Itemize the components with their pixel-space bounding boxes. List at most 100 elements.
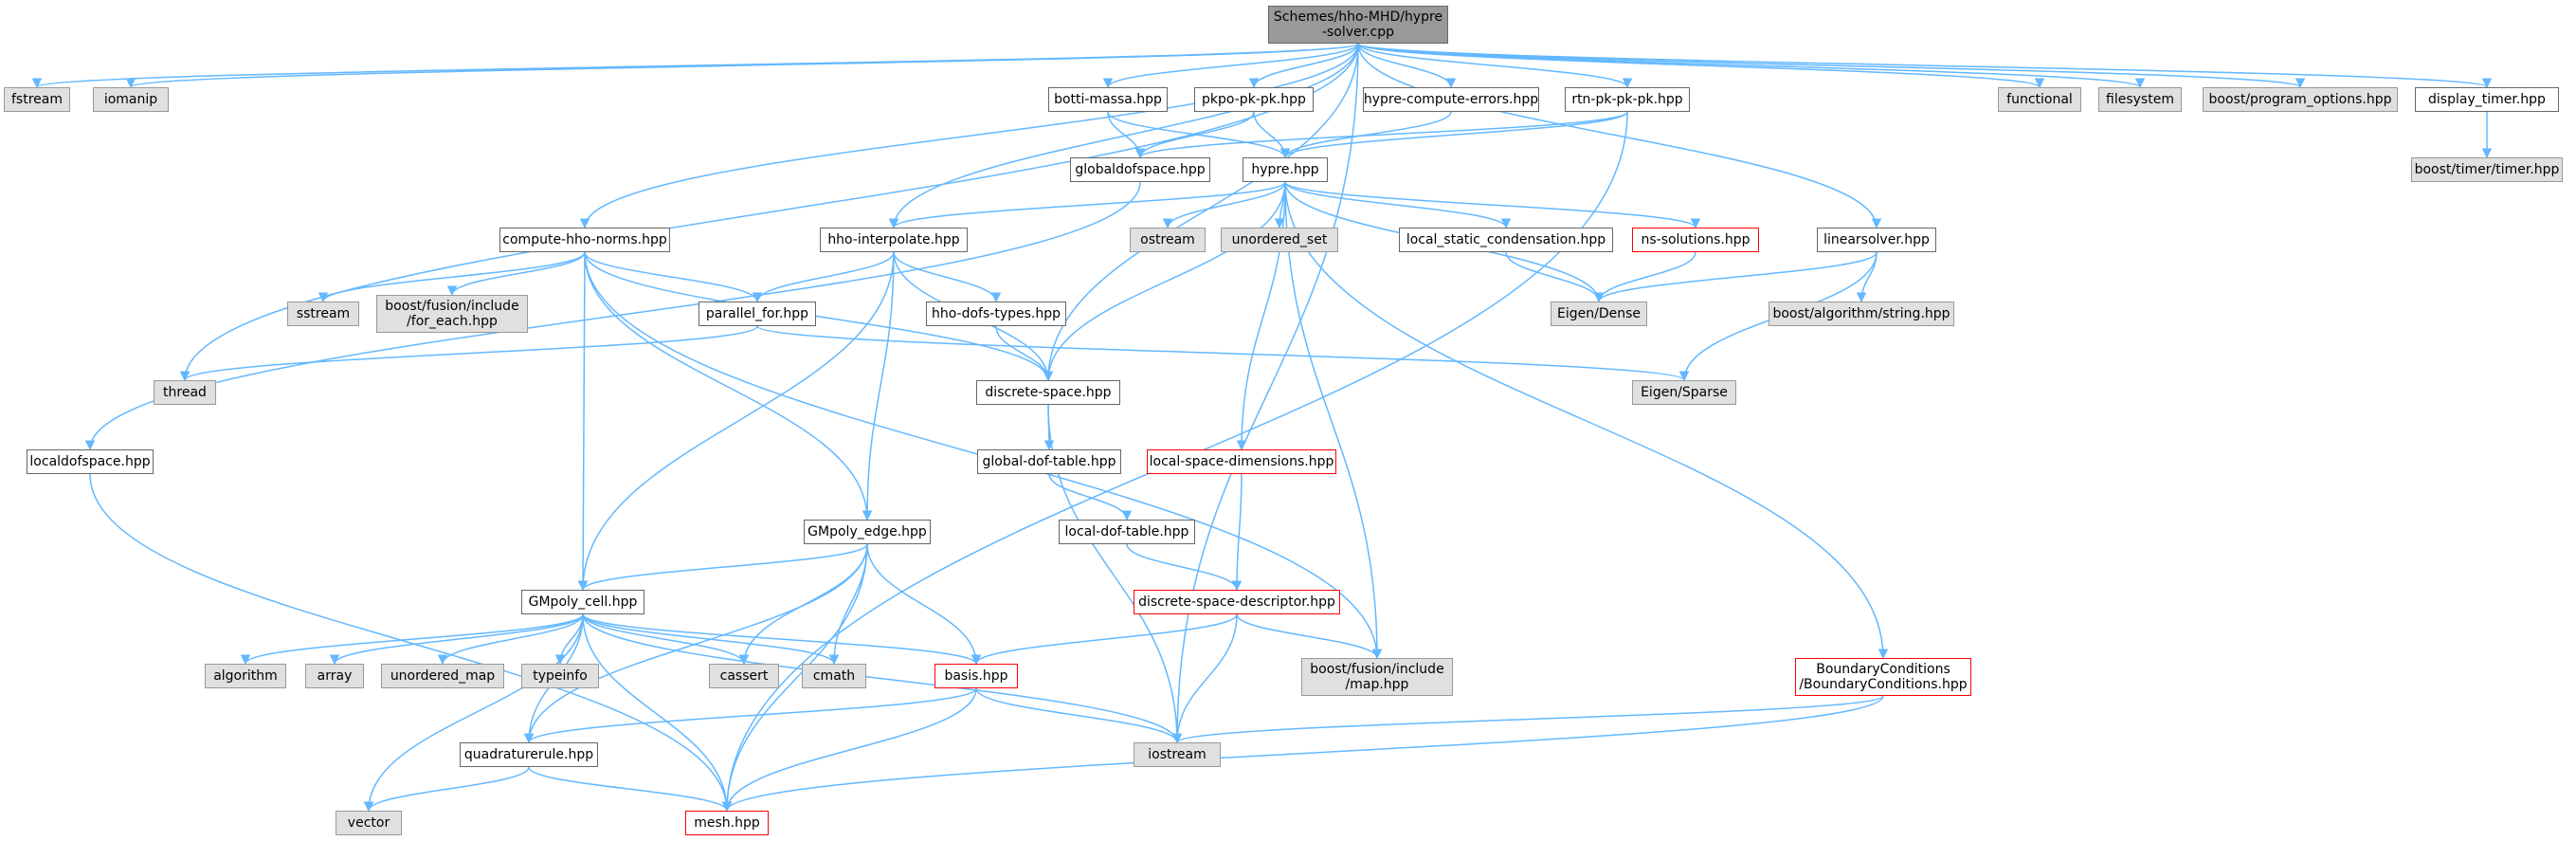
node-vector: vector — [336, 811, 402, 835]
node-hho-dofs-types[interactable]: hho-dofs-types.hpp — [926, 302, 1066, 326]
node-boost-algorithm-string: boost/algorithm/string.hpp — [1769, 302, 1954, 326]
node-unordered-set: unordered_set — [1221, 228, 1338, 252]
edge-hypre-to-boundary_conditions — [1284, 181, 1889, 660]
node-local-dof-table[interactable]: local-dof-table.hpp — [1059, 520, 1195, 544]
node-hypre-compute-errors[interactable]: hypre-compute-errors.hpp — [1363, 87, 1539, 112]
node-ns-solutions[interactable]: ns-solutions.hpp — [1632, 228, 1759, 252]
edge-hho_interpolate-to-gmpoly_cell — [577, 251, 895, 592]
edge-ns_solutions-to-eigen_dense — [1593, 251, 1696, 303]
node-boost-timer: boost/timer/timer.hpp — [2411, 157, 2563, 182]
edge-hho_dofs_types-to-discrete_space — [995, 325, 1054, 382]
node-cmath: cmath — [802, 664, 866, 688]
edge-parallel_for-to-thread — [179, 325, 758, 382]
edge-basis-to-iostream — [975, 687, 1183, 744]
node-boost-program-options: boost/program_options.hpp — [2203, 87, 2398, 112]
node-typeinfo: typeinfo — [521, 664, 599, 688]
edge-gmpoly_cell-to-basis — [582, 613, 982, 666]
edge-root-to-fstream — [32, 43, 1359, 89]
edge-compute_hho_norms-to-boost_fusion_for_each — [446, 251, 586, 297]
edge-compute_hho_norms-to-gmpoly_cell — [577, 251, 589, 592]
edge-gmpoly_cell-to-vector — [363, 613, 584, 813]
edge-hho_interpolate-to-hho_dofs_types — [893, 251, 1002, 303]
node-discrete-space[interactable]: discrete-space.hpp — [976, 380, 1120, 405]
edge-gmpoly_cell-to-array — [329, 613, 584, 666]
edge-gmpoly_edge-to-gmpoly_cell — [577, 543, 868, 592]
node-fstream: fstream — [4, 87, 70, 112]
node-boost-fusion-map: boost/fusion/include /map.hpp — [1301, 658, 1453, 696]
edge-root-to-hypre_compute_errors — [1357, 43, 1457, 89]
edge-localdofspace-to-mesh — [89, 473, 733, 813]
node-display-timer[interactable]: display_timer.hpp — [2415, 87, 2559, 112]
node-iomanip: iomanip — [93, 87, 169, 112]
edge-gmpoly_cell-to-algorithm — [240, 613, 584, 666]
edge-basis-to-quadraturerule — [523, 687, 977, 744]
node-discrete-space-descriptor[interactable]: discrete-space-descriptor.hpp — [1134, 590, 1340, 614]
node-gmpoly-edge[interactable]: GMpoly_edge.hpp — [804, 520, 931, 544]
edge-hypre-to-ostream — [1162, 181, 1286, 229]
edge-gmpoly_cell-to-iostream — [582, 613, 1183, 744]
node-quadraturerule[interactable]: quadraturerule.hpp — [460, 742, 598, 767]
node-linearsolver[interactable]: linearsolver.hpp — [1817, 228, 1936, 252]
node-hho-interpolate[interactable]: hho-interpolate.hpp — [820, 228, 968, 252]
node-eigen-sparse: Eigen/Sparse — [1632, 380, 1736, 405]
node-filesystem: filesystem — [2098, 87, 2182, 112]
edge-gmpoly_cell-to-mesh — [582, 613, 733, 813]
node-gmpoly-cell[interactable]: GMpoly_cell.hpp — [521, 590, 644, 614]
edge-root-to-compute_hho_norms — [579, 43, 1359, 229]
edge-gmpoly_cell-to-unordered_map — [437, 613, 584, 666]
edge-linearsolver-to-eigen_dense — [1593, 251, 1878, 303]
edge-hypre_compute_errors-to-hypre — [1279, 111, 1452, 159]
node-boost-fusion-for-each: boost/fusion/include /for_each.hpp — [376, 295, 528, 333]
node-parallel-for[interactable]: parallel_for.hpp — [698, 302, 816, 326]
root-node-hypre-solver: Schemes/hho-MHD/hypre -solver.cpp — [1268, 6, 1448, 44]
edge-root-to-rtn — [1357, 43, 1633, 89]
edge-hho_interpolate-to-parallel_for — [752, 251, 895, 303]
edge-hypre-to-discrete_space — [1043, 181, 1286, 382]
node-compute-hho-norms[interactable]: compute-hho-norms.hpp — [499, 228, 670, 252]
edge-root-to-boost_program_options — [1357, 43, 2305, 89]
node-local-space-dimensions[interactable]: local-space-dimensions.hpp — [1147, 449, 1336, 474]
edge-compute_hho_norms-to-sstream — [317, 251, 586, 303]
node-globaldofspace[interactable]: globaldofspace.hpp — [1070, 157, 1210, 182]
edge-hypre-to-ns_solutions — [1284, 181, 1701, 229]
node-botti-massa[interactable]: botti-massa.hpp — [1048, 87, 1168, 112]
edge-quadraturerule-to-mesh — [528, 766, 733, 813]
node-mesh[interactable]: mesh.hpp — [685, 811, 769, 835]
edge-global_dof_table-to-local_dof_table — [1048, 473, 1133, 521]
node-ostream: ostream — [1130, 228, 1206, 252]
edge-quadraturerule-to-vector — [363, 766, 530, 813]
edge-gmpoly_edge-to-quadraturerule — [523, 543, 868, 744]
node-boundary-conditions[interactable]: BoundaryConditions /BoundaryConditions.h… — [1795, 658, 1971, 696]
node-cassert: cassert — [709, 664, 779, 688]
node-algorithm: algorithm — [205, 664, 286, 688]
edge-root-to-pkpo — [1248, 43, 1359, 89]
node-localdofspace[interactable]: localdofspace.hpp — [27, 449, 154, 474]
node-rtn-pk-pk-pk[interactable]: rtn-pk-pk-pk.hpp — [1565, 87, 1690, 112]
node-global-dof-table[interactable]: global-dof-table.hpp — [977, 449, 1121, 474]
edge-discrete_space_descriptor-to-basis — [971, 613, 1238, 666]
edge-gmpoly_edge-to-mesh — [721, 543, 868, 813]
edge-parallel_for-to-eigen_sparse — [756, 325, 1689, 382]
node-hypre[interactable]: hypre.hpp — [1243, 157, 1328, 182]
node-eigen-dense: Eigen/Dense — [1551, 302, 1647, 326]
node-basis[interactable]: basis.hpp — [934, 664, 1018, 688]
node-iostream: iostream — [1134, 742, 1221, 767]
edge-hypre-to-hho_interpolate — [888, 181, 1286, 229]
edge-basis-to-mesh — [721, 687, 977, 813]
edge-compute_hho_norms-to-gmpoly_edge — [584, 251, 873, 521]
node-functional: functional — [1998, 87, 2081, 112]
node-pkpo-pk-pk[interactable]: pkpo-pk-pk.hpp — [1194, 87, 1314, 112]
edge-local_space_dimensions-to-discrete_space_descriptor — [1231, 473, 1243, 592]
edge-discrete_space_descriptor-to-boost_fusion_map — [1236, 613, 1383, 660]
edge-gmpoly_cell-to-cassert — [582, 613, 750, 666]
edge-hypre-to-local_space_dimensions — [1236, 181, 1286, 451]
edge-root-to-display_timer — [1357, 43, 2492, 89]
node-local-static-condensation[interactable]: local_static_condensation.hpp — [1399, 228, 1613, 252]
node-thread: thread — [154, 380, 216, 405]
edge-root-to-linearsolver — [1357, 43, 1882, 229]
edge-discrete_space_descriptor-to-iostream — [1171, 613, 1238, 744]
node-sstream: sstream — [287, 302, 359, 326]
edge-compute_hho_norms-to-discrete_space — [584, 251, 1054, 382]
edge-hho_interpolate-to-gmpoly_edge — [862, 251, 895, 521]
